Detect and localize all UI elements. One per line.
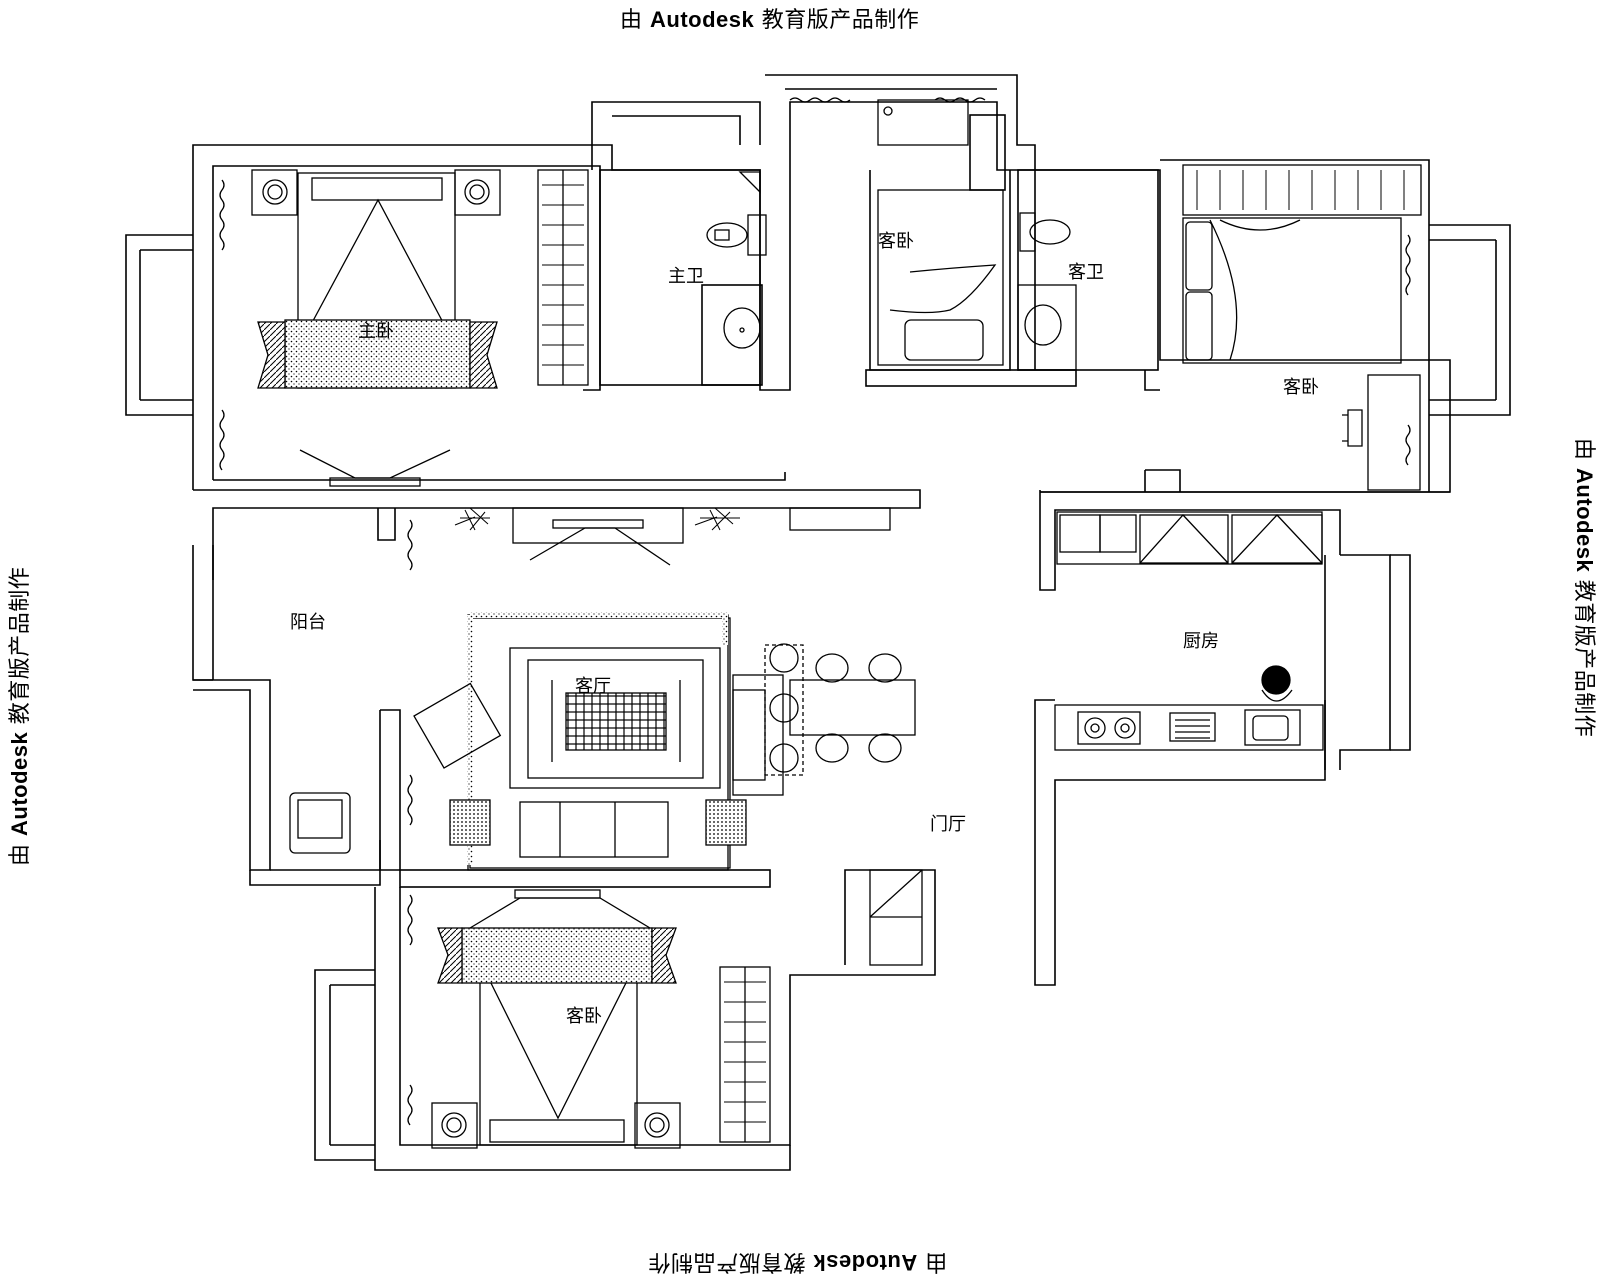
watermark-top: 由 Autodesk 教育版产品制作 (620, 7, 920, 33)
guest-bedroom-a-furniture (789, 97, 1004, 366)
label-balcony: 阳台 (290, 612, 326, 633)
label-guest-bedroom-b: 客卧 (1283, 377, 1319, 398)
room-labels: 主卧 主卫 客卧 客卫 客卧 阳台 客厅 厨房 门厅 客卧 (290, 231, 1319, 1027)
master-bath-fixtures (706, 171, 767, 349)
label-guest-bedroom-a: 客卧 (878, 231, 914, 252)
label-guest-bedroom-c: 客卧 (566, 1006, 602, 1027)
label-master-bedroom: 主卧 (358, 321, 394, 342)
guest-bath-fixtures (1017, 212, 1077, 371)
label-master-bath: 主卫 (668, 266, 704, 287)
right-bedroom-furniture (1182, 164, 1422, 491)
walls (125, 74, 1511, 1171)
label-living-room: 客厅 (575, 676, 611, 697)
kitchen-fixtures (1054, 511, 1324, 751)
living-furniture (289, 507, 916, 871)
guest-bedroom-c-furniture (407, 869, 923, 1149)
label-kitchen: 厨房 (1183, 631, 1219, 652)
master-bedroom-furniture (219, 169, 589, 487)
label-guest-bath: 客卫 (1068, 262, 1104, 283)
label-foyer: 门厅 (930, 814, 966, 835)
